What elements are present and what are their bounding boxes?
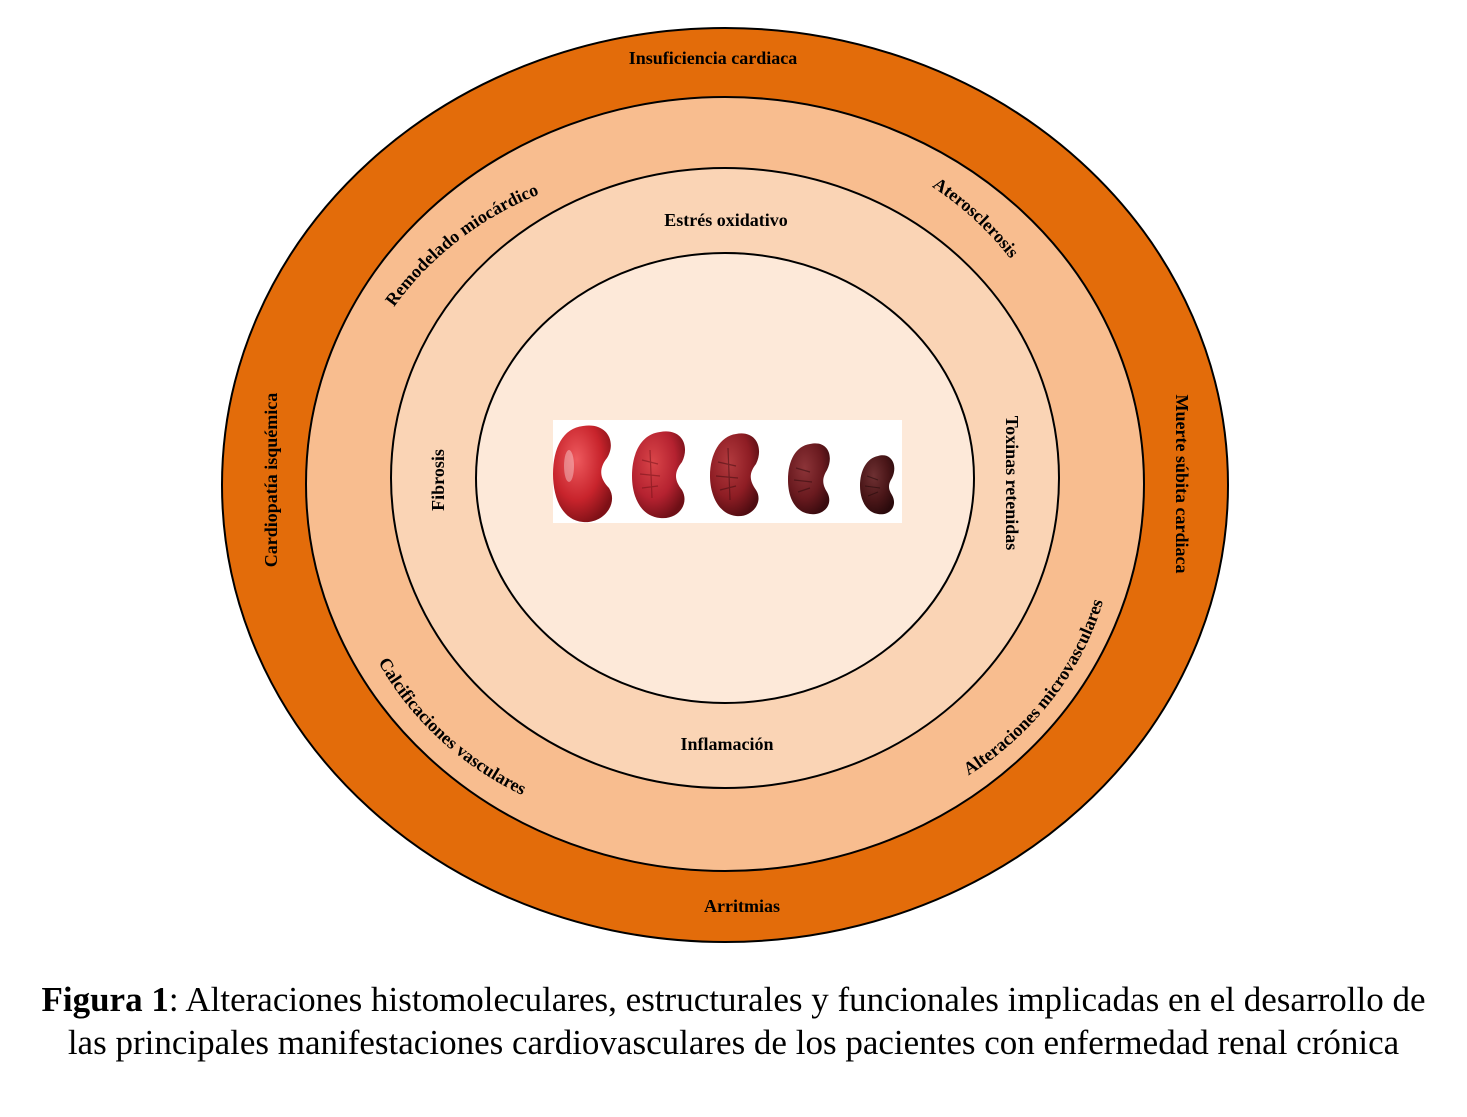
label-arritmias: Arritmias — [704, 896, 780, 916]
kidney-icon-2 — [632, 431, 686, 519]
label-estres-oxidativo: Estrés oxidativo — [664, 210, 788, 230]
label-fibrosis: Fibrosis — [428, 449, 448, 511]
label-muerte-subita-cardiaca: Muerte súbita cardiaca — [1172, 395, 1192, 574]
label-cardiopatia-isquemica: Cardiopatía isquémica — [261, 393, 281, 568]
kidney-icon-5 — [860, 455, 895, 515]
cardiorenal-ring-diagram: Insuficiencia cardiaca Cardiopatía isqué… — [221, 27, 1229, 943]
kidney-icon-1 — [553, 425, 613, 523]
caption-text: : Alteraciones histomoleculares, estruct… — [67, 980, 1426, 1062]
kidney-progression-image — [553, 420, 902, 523]
caption-label: Figura 1 — [41, 980, 169, 1019]
kidney-icon-4 — [788, 443, 830, 515]
label-insuficiencia-cardiaca: Insuficiencia cardiaca — [629, 48, 798, 68]
figure-caption: Figura 1: Alteraciones histomoleculares,… — [40, 978, 1427, 1064]
label-toxinas-retenidas: Toxinas retenidas — [1002, 416, 1022, 551]
label-inflamacion: Inflamación — [680, 734, 773, 754]
kidney-icon-3 — [710, 433, 760, 517]
